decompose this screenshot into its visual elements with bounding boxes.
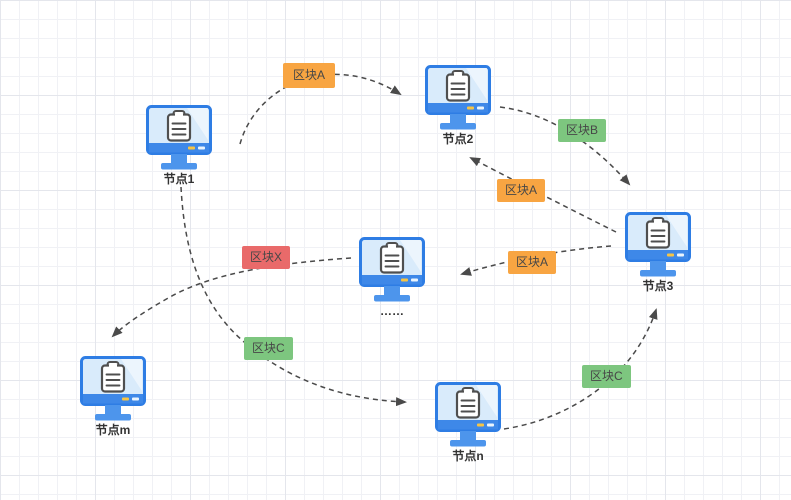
monitor-clipboard-icon — [435, 382, 501, 447]
arrow-node-n-to-node3 — [503, 308, 658, 430]
node-label: 节点n — [452, 449, 484, 463]
monitor-clipboard-icon — [425, 65, 491, 130]
node-label: 节点2 — [442, 132, 474, 146]
node-1: 节点1 — [145, 104, 213, 186]
node-label: …… — [380, 304, 404, 318]
node-n: 节点n — [434, 381, 502, 463]
node-m: 节点m — [79, 355, 147, 437]
node-label: 节点m — [95, 423, 131, 437]
node-ellipsis: …… — [358, 236, 426, 318]
badge-block-a-3: 区块A — [508, 251, 557, 274]
badge-block-a-2: 区块A — [497, 179, 546, 202]
monitor-clipboard-icon — [359, 237, 425, 302]
badge-block-c-1: 区块C — [244, 337, 293, 360]
badge-block-a-1: 区块A — [283, 63, 336, 88]
monitor-clipboard-icon — [146, 105, 212, 170]
monitor-clipboard-icon — [80, 356, 146, 421]
node-label: 节点1 — [163, 172, 195, 186]
node-3: 节点3 — [624, 211, 692, 293]
badge-block-b: 区块B — [558, 119, 607, 142]
badge-block-c-2: 区块C — [582, 365, 631, 388]
node-label: 节点3 — [642, 279, 674, 293]
arrow-node-ellipsis-to-node-m — [111, 257, 352, 338]
node-2: 节点2 — [424, 64, 492, 146]
badge-block-x: 区块X — [242, 246, 291, 269]
monitor-clipboard-icon — [625, 212, 691, 277]
